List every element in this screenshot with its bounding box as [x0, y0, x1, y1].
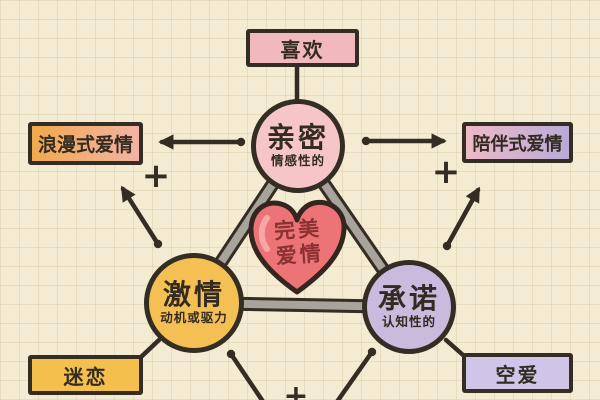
- node-like: 喜欢: [246, 29, 359, 67]
- plus-sign-left: +: [141, 156, 171, 196]
- heart-icon: [248, 199, 347, 295]
- perfect-love-line1: 完美: [273, 216, 323, 244]
- passion-sublabel: 动机或驱力: [160, 310, 228, 326]
- connector-commitment-bottom: [335, 349, 375, 400]
- plus-sign-right: +: [431, 152, 461, 192]
- passion-label: 激情: [162, 278, 225, 312]
- connector-passion-infatuation: [138, 337, 162, 360]
- arrow-dots: [153, 136, 452, 251]
- arrow-passion-to-romantic: [120, 185, 161, 247]
- perfect-love-line2: 爱情: [275, 241, 325, 269]
- connector-lines: [138, 64, 466, 400]
- arrow-commitment-to-companionate: [444, 186, 481, 249]
- node-empty-love: 空爱: [462, 353, 573, 393]
- commitment-label: 承诺: [377, 282, 440, 316]
- heart-highlight: [258, 215, 270, 252]
- connector-passion-bottom: [228, 351, 265, 400]
- node-passion: 激情 动机或驱力: [144, 253, 244, 353]
- intimacy-sublabel: 情感性的: [270, 153, 325, 169]
- commitment-sublabel: 认知性的: [381, 314, 436, 330]
- node-perfect-love: 完美 爱情: [273, 216, 324, 270]
- connector-commitment-empty: [443, 337, 466, 358]
- node-romantic-love: 浪漫式爱情: [28, 122, 143, 165]
- node-infatuation: 迷恋: [28, 355, 143, 395]
- arrows: [120, 133, 481, 249]
- plus-sign-bottom: +: [283, 379, 309, 400]
- node-intimacy: 亲密 情感性的: [251, 99, 345, 193]
- connector-dots: [226, 347, 377, 359]
- intimacy-label: 亲密: [266, 121, 329, 155]
- node-companionate-love: 陪伴式爱情: [462, 122, 573, 163]
- node-commitment: 承诺 认知性的: [362, 260, 456, 354]
